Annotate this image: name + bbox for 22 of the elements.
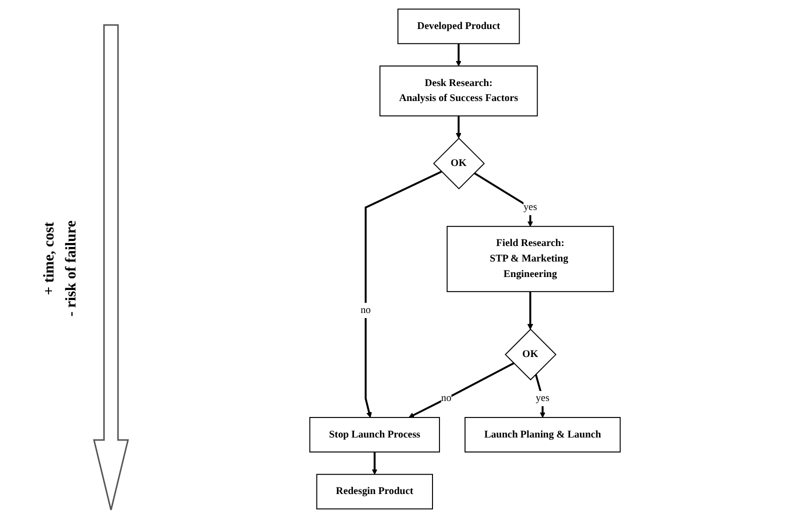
edge-label: yes xyxy=(523,201,538,212)
node-box: Launch Planing & Launch xyxy=(464,416,621,452)
node-diamond: OK xyxy=(504,328,556,380)
arrow xyxy=(456,43,462,66)
edge-label: no xyxy=(441,392,452,404)
arrow xyxy=(364,170,442,418)
node-box: Desk Research: Analysis of Success Factors xyxy=(379,65,538,116)
arrow xyxy=(527,291,534,330)
arrow xyxy=(408,362,514,418)
edge-label: yes xyxy=(536,392,550,404)
arrow xyxy=(534,373,546,418)
node-box: Stop Launch Process xyxy=(309,416,440,452)
edge-label: no xyxy=(360,304,371,316)
node-box: Redesgin Product xyxy=(316,473,433,509)
node-box: Developed Product xyxy=(397,8,520,44)
axis-note: - risk of failure xyxy=(64,220,80,318)
arrow xyxy=(372,452,378,474)
arrow xyxy=(456,115,462,138)
node-box: Field Research: STP & Marketing Engineering xyxy=(446,225,614,292)
node-diamond: OK xyxy=(433,137,485,189)
axis-note: + time, cost xyxy=(42,220,58,298)
arrow xyxy=(474,172,534,226)
